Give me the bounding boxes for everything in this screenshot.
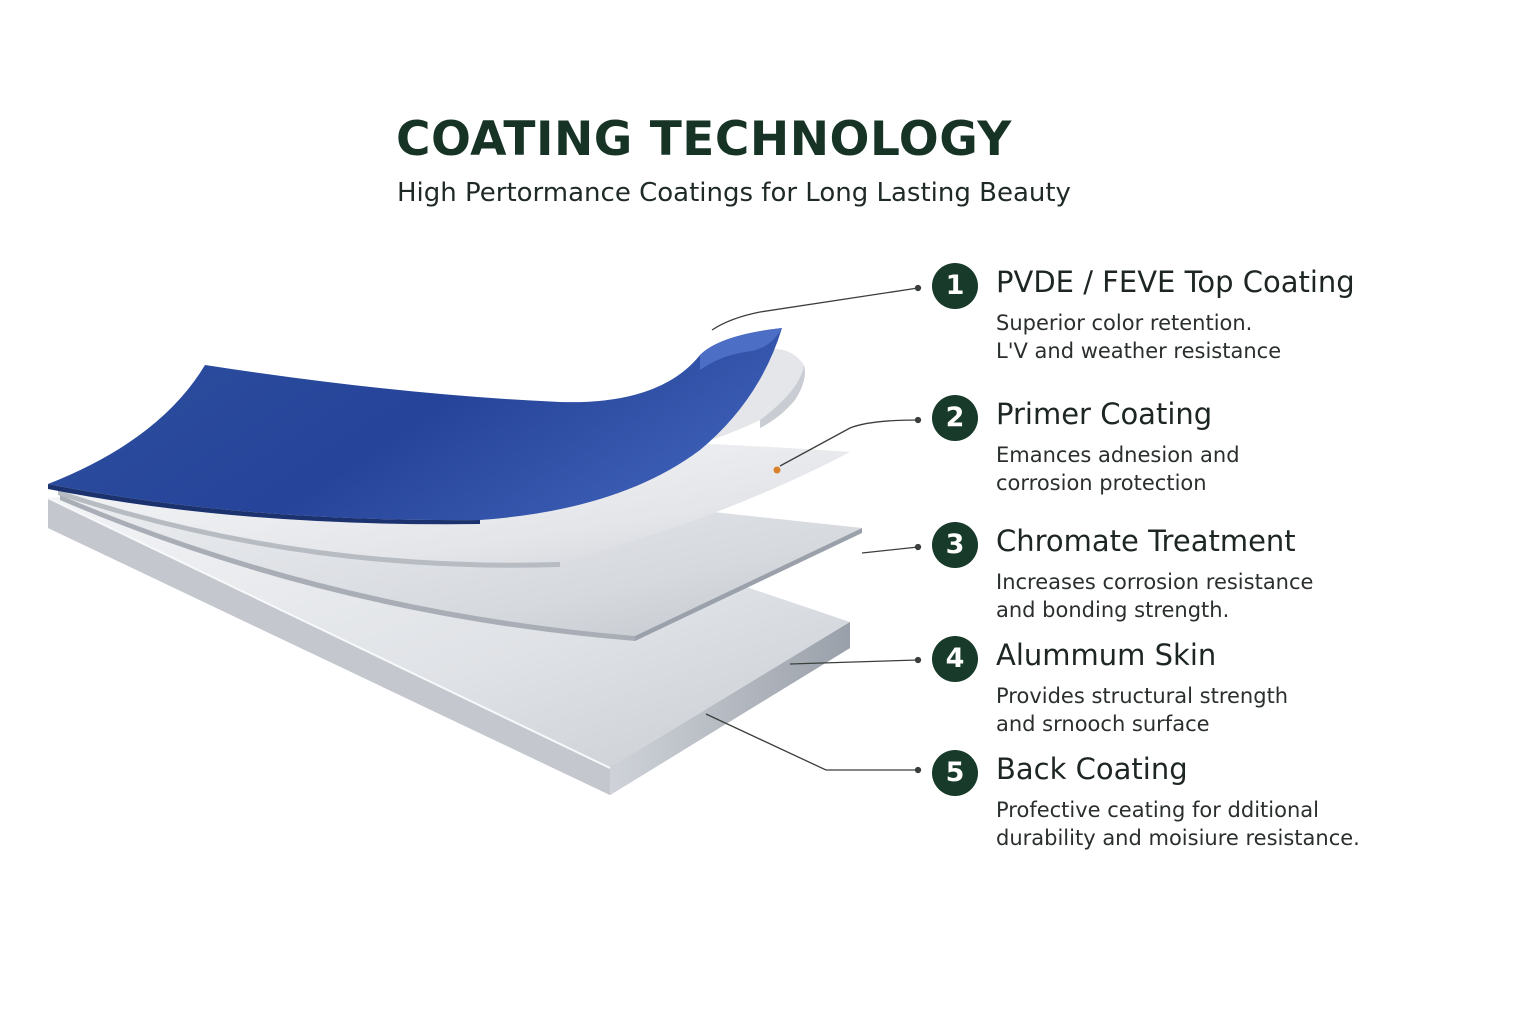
layer-number-badge: 3: [932, 522, 978, 568]
layer-name: Chromate Treatment: [996, 524, 1296, 558]
layer-number-badge: 5: [932, 750, 978, 796]
leader-line-3: [861, 546, 919, 554]
leader-line-2: [779, 419, 919, 467]
layer-description-line: corrosion protection: [996, 471, 1207, 495]
layer-description: Superior color retention. L'V and weathe…: [996, 309, 1281, 365]
top-coating-layer: [48, 328, 782, 525]
layer-number-badge: 1: [932, 263, 978, 309]
layer-description: Profective ceating for dditional durabil…: [996, 796, 1360, 852]
page-subtitle: High Pertormance Coatings for Long Lasti…: [397, 178, 1071, 208]
layer-description-line: Provides structural strength: [996, 684, 1289, 708]
layer-name: PVDE / FEVE Top Coating: [996, 265, 1355, 299]
leader-line-5: [705, 713, 918, 771]
leader-lines: [705, 284, 922, 774]
layer-description-line: and srnooch surface: [996, 712, 1210, 736]
layer-description: Provides structural strength and srnooch…: [996, 682, 1288, 738]
layer-description-line: L'V and weather resistance: [996, 339, 1282, 363]
layer-description-line: durability and moisiure resistance.: [996, 826, 1360, 850]
leader-line-4: [789, 659, 919, 665]
layer-description-line: Increases corrosion resistance: [996, 570, 1314, 594]
layer-description: Emances adnesion and corrosion protectio…: [996, 441, 1240, 497]
aluminum-skin-layer: [47, 470, 850, 795]
layer-number-badge: 2: [932, 395, 978, 441]
layer-number-badge: 4: [932, 636, 978, 682]
page-title: COATING TECHNOLOGY: [396, 112, 1012, 167]
layer-description-line: Superior color retention.: [996, 311, 1253, 335]
layer-description-line: and bonding strength.: [996, 598, 1230, 622]
leader-line-1: [711, 287, 919, 331]
layer-name: Alummum Skin: [996, 638, 1217, 672]
layer-name: Primer Coating: [996, 397, 1213, 431]
layer-name: Back Coating: [996, 752, 1188, 786]
layer-description-line: Profective ceating for dditional: [996, 798, 1319, 822]
layer-description: Increases corrosion resistance and bondi…: [996, 568, 1313, 624]
layer-description-line: Emances adnesion and: [996, 443, 1240, 467]
